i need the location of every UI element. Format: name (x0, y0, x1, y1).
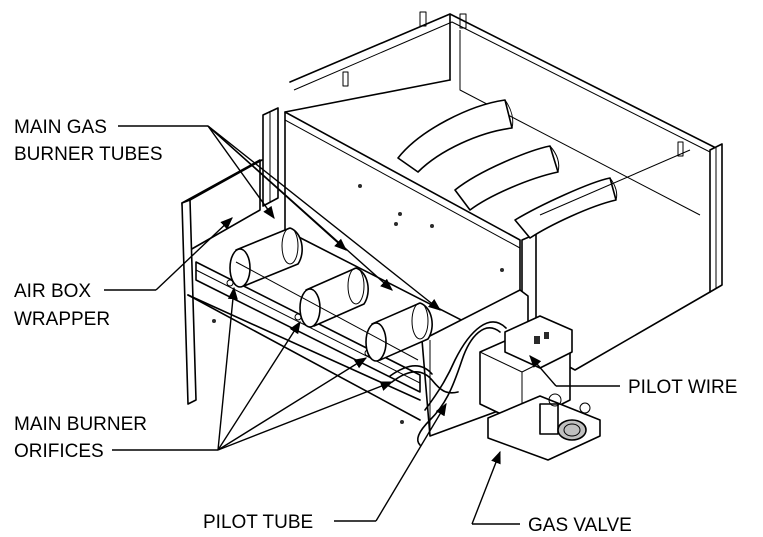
heat-exchanger-tubes (397, 99, 691, 239)
label-pilot-tube: PILOT TUBE (203, 512, 313, 533)
label-main-gas-burner-tubes-line2: BURNER TUBES (14, 144, 163, 165)
label-gas-valve: GAS VALVE (528, 515, 632, 536)
heat-exchanger-box (289, 11, 723, 371)
label-air-box-wrapper-line1: AIR BOX (14, 281, 91, 302)
label-air-box-wrapper-line2: WRAPPER (14, 309, 110, 330)
label-main-burner-orifices-line2: ORIFICES (14, 441, 104, 462)
label-main-gas-burner-tubes-line1: MAIN GAS (14, 117, 107, 138)
label-pilot-wire: PILOT WIRE (628, 377, 737, 398)
burner-tubes (229, 227, 433, 362)
label-main-burner-orifices-line1: MAIN BURNER (14, 414, 147, 435)
pilot-tube (389, 365, 459, 394)
leader-lines (104, 125, 620, 525)
gas-valve (416, 315, 601, 461)
